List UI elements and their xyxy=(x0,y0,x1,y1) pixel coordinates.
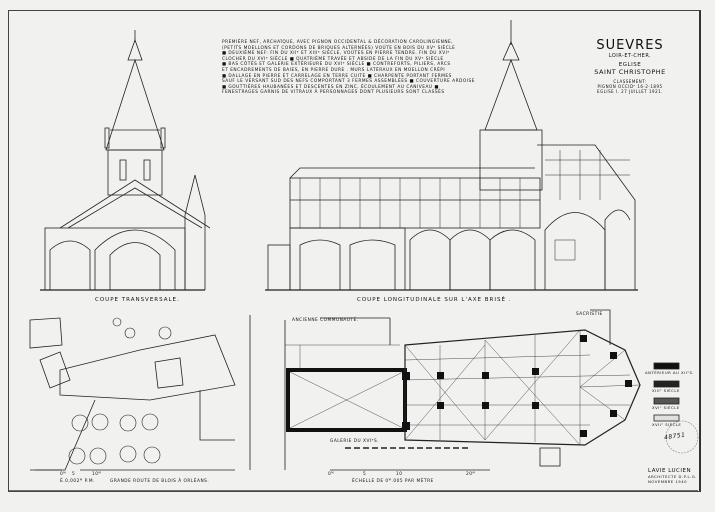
classement-label: CLASSEMENT: xyxy=(613,79,647,84)
description-line: ET ENCADREMENTS DE BAIES, EN PIERRE DURE… xyxy=(222,67,446,73)
author-block: LAVIE LUCIEN ARCHITECTE D.P.L.G. NOVEMBR… xyxy=(648,468,697,484)
description-line: ■ DEUXIÈME NEF: FIN DU XIIᵉ ET XIIIᵉ SIÈ… xyxy=(222,51,450,57)
description-line: FENESTRAGES GARNIS DE VITRAUX À PERSONNA… xyxy=(222,90,445,96)
transverse-section-drawing xyxy=(40,30,211,291)
author-role: ARCHITECTE D.P.L.G. xyxy=(648,474,697,479)
site-scale-label: É.0,002ᴹ P.M. xyxy=(60,479,95,484)
classement-line: EGLISE I. 27 JUILLET 1921. xyxy=(597,89,663,94)
label-sacristy: SACRISTIE xyxy=(576,312,603,317)
label-gallery: GALERIE DU XVIᵉS. xyxy=(330,439,380,444)
description-line: ■ DALLAGE EN PIERRE ET CARRELAGE EN TERR… xyxy=(222,73,452,79)
legend-label: XVIᵉ SIÈCLE xyxy=(652,405,680,410)
department: LOIR-ET-CHER. xyxy=(608,53,652,59)
legend-label: XIIIᵉ SIÈCLE xyxy=(652,388,680,393)
caption-road: GRANDE ROUTE DE BLOIS À ORLÉANS. xyxy=(110,479,210,484)
description-line: (PETITS MOELLONS ET CORDONS DE BRIQUES A… xyxy=(222,45,456,51)
legend-swatches xyxy=(653,362,680,422)
site-scale-tick: 0ᴹ xyxy=(60,472,67,477)
legend-label: XVIIᵉ SIÈCLE xyxy=(652,422,682,427)
plan-scale-tick: 0ᴹ xyxy=(328,472,335,477)
description-line: CLOCHER DU XVIᵉ SIÈCLE ■ QUATRIÈME TRAVÉ… xyxy=(222,56,444,62)
town-name: SUEVRES xyxy=(596,38,664,53)
title-block: SUEVRES LOIR-ET-CHER. EGLISE SAINT CHRIS… xyxy=(590,38,670,94)
caption-longitudinal-section: COUPE LONGITUDINALE SUR L'AXE BRISÉ . xyxy=(357,297,512,303)
plan-scale-label: ÉCHELLE DE 0ᴹ.005 PAR MÈTRE xyxy=(352,479,434,484)
archive-stamp xyxy=(665,420,699,454)
plan-scale-tick: 20ᴹ xyxy=(466,472,476,477)
description-line: ■ BAS CÔTÉS ET GALERIE EXTÉRIEURE DU XVI… xyxy=(222,62,451,68)
description-line: SAUF LE VERSANT SUD DES NEFS COMPORTANT … xyxy=(222,79,475,85)
legend-label: ANTÉRIEUR AU XIIᵉS. xyxy=(645,370,695,375)
floor-plan-drawing xyxy=(284,309,641,471)
description-line: ■ GOUTTIÈRES HAUBANÉES ET DESCENTES EN Z… xyxy=(222,84,439,90)
caption-transverse-section: COUPE TRANSVERSALE. xyxy=(95,297,180,303)
classement-line: PIGNON OCCIDᴾ 16-2-1895 xyxy=(597,84,663,89)
description-line: PREMIÈRE NEF, ARCHAÏQUE, AVEC PIGNON OCC… xyxy=(222,40,454,45)
plan-scale-tick: 10 xyxy=(396,472,403,477)
label-old-community: ANCIENNE COMMUNAUTÉ. xyxy=(292,318,359,323)
church-name: SAINT CHRISTOPHE xyxy=(594,68,666,76)
author-date: NOVEMBRE 1940 xyxy=(648,479,688,484)
site-scale-tick: 10ᴹ xyxy=(92,472,102,477)
site-plan-drawing xyxy=(29,315,251,471)
description-block: PREMIÈRE NEF, ARCHAÏQUE, AVEC PIGNON OCC… xyxy=(222,40,475,96)
site-scale-tick: 5 xyxy=(72,472,76,477)
longitudinal-section-drawing xyxy=(265,20,638,291)
author-name: LAVIE LUCIEN xyxy=(648,468,692,474)
plan-scale-tick: 5 xyxy=(363,472,367,477)
building-type: EGLISE xyxy=(618,62,642,68)
